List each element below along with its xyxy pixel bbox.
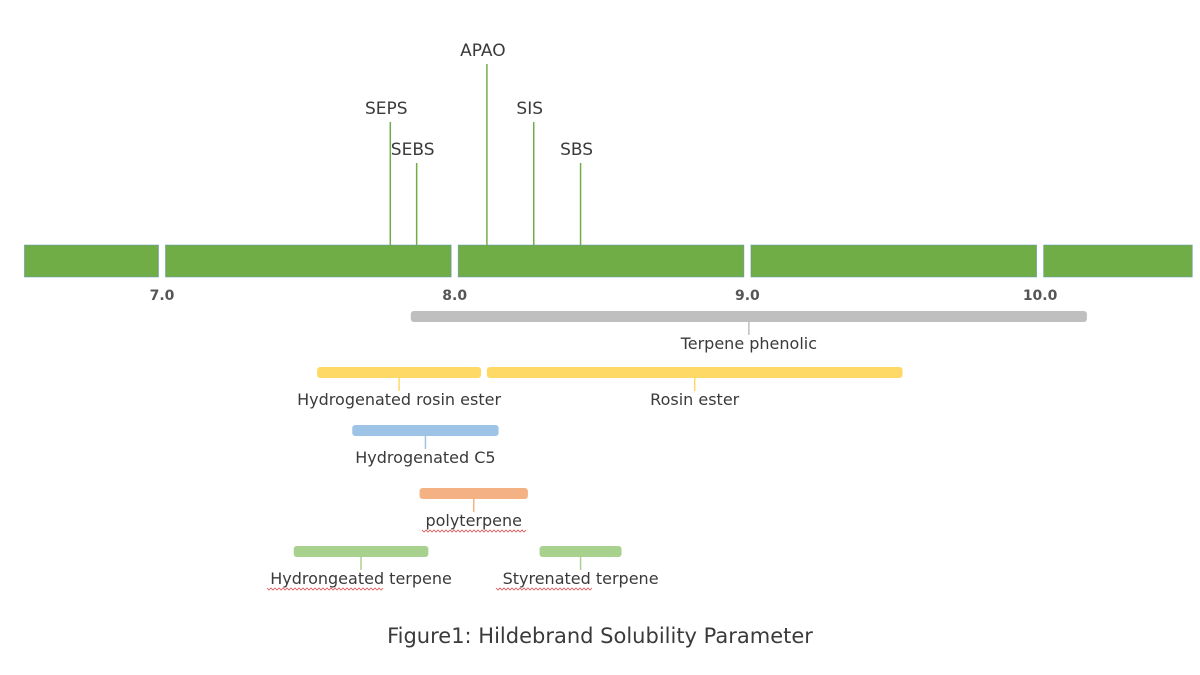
range-bar [419,488,528,499]
axis-bar-segment [457,244,745,278]
figure-caption: Figure1: Hildebrand Solubility Parameter [387,624,813,648]
marker-label: SEBS [391,140,435,160]
axis-bar-segment [165,244,452,278]
range-label: Hydrogenated C5 [355,448,495,467]
range-label: Rosin ester [650,390,739,409]
marker-label: APAO [460,41,506,61]
axis-bar-segment [750,244,1038,278]
range-bar [539,546,622,557]
range-bar [317,367,482,378]
range-label: Hydrongeated terpene [270,569,452,588]
tick-label: 9.0 [735,288,760,304]
tick-label: 10.0 [1023,288,1058,304]
tick-label: 8.0 [442,288,467,304]
range-label: polyterpene [425,511,522,530]
tick-label: 7.0 [150,288,175,304]
spellcheck-underline [421,529,527,533]
range-bar [293,546,429,557]
marker-label: SIS [516,99,543,119]
spellcheck-underline [266,587,384,591]
marker-label: SEPS [365,99,408,119]
range-bar [410,311,1087,322]
spellcheck-underline [495,587,593,591]
axis-bar-segment [24,244,159,278]
range-label: Styrenated terpene [503,569,659,588]
marker-label: SBS [560,140,593,160]
range-label: Hydrogenated rosin ester [297,390,501,409]
range-bar [352,425,499,436]
range-label: Terpene phenolic [680,334,817,353]
range-bar [486,367,903,378]
axis-bar-segment [1043,244,1193,278]
